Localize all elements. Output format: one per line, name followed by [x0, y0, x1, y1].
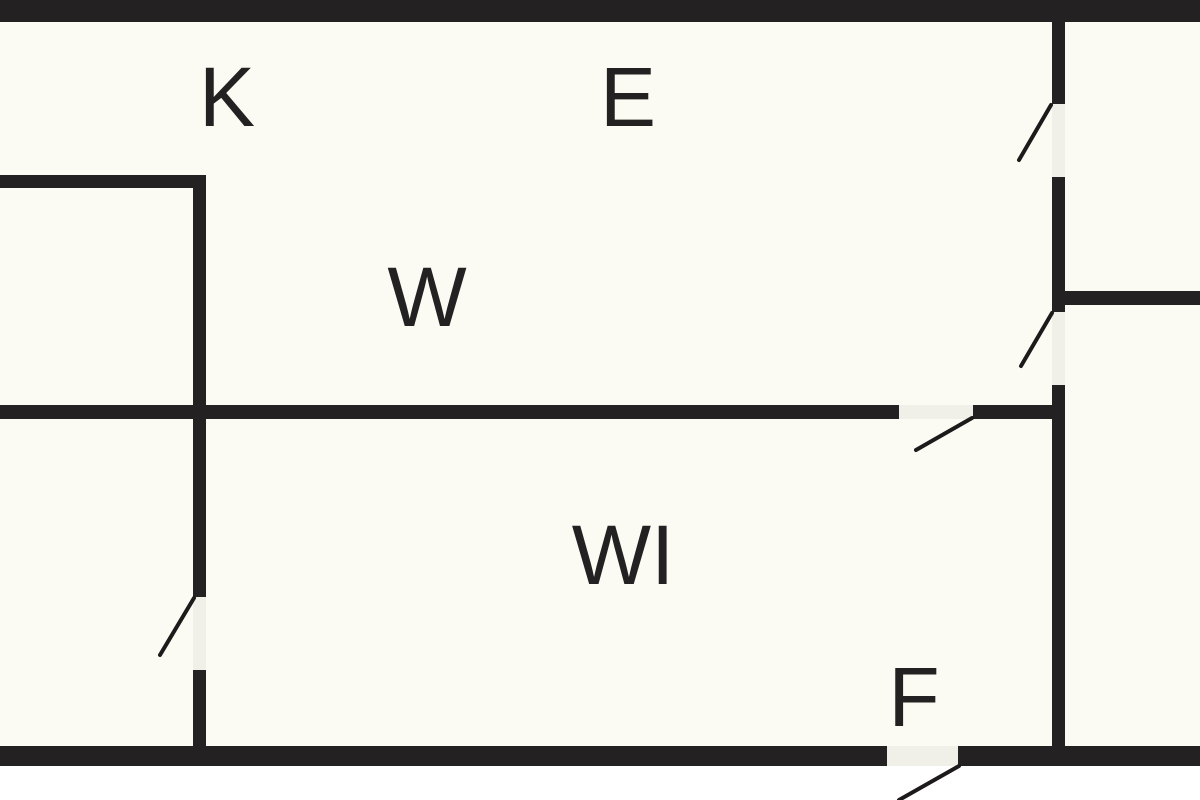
room-label-E: E	[599, 50, 657, 144]
exterior-bottom-wall-left	[0, 746, 887, 766]
center-divider-wall-left	[0, 405, 899, 419]
room-label-F: F	[888, 650, 940, 744]
door-swing-left	[158, 596, 196, 657]
room-label-W: W	[387, 250, 467, 344]
door-leaf-left	[193, 597, 206, 670]
door-leaf-f	[887, 746, 958, 766]
kitchen-corner-wall	[0, 175, 205, 188]
exterior-bottom-wall-right	[958, 746, 1200, 766]
right-branch-wall	[1065, 291, 1200, 305]
left-partition-wall-lower	[193, 670, 206, 746]
right-partition-wall-bottom	[1052, 385, 1065, 746]
outside-area-bottom	[0, 766, 1200, 800]
room-label-WI: WI	[571, 508, 675, 602]
door-leaf-e-lower	[1052, 312, 1065, 385]
door-swing-wi	[914, 416, 974, 452]
door-leaf-wi	[899, 405, 973, 419]
center-divider-wall-right	[973, 405, 1065, 419]
door-swing-e-upper	[1017, 103, 1053, 162]
right-partition-wall-top	[1052, 22, 1065, 104]
door-swing-e-lower	[1019, 311, 1054, 368]
right-partition-wall-middle	[1052, 177, 1065, 312]
exterior-top-wall	[0, 0, 1200, 22]
door-swing-f	[897, 764, 961, 800]
door-leaf-e-upper	[1052, 104, 1065, 177]
left-partition-wall-upper	[193, 175, 206, 597]
room-label-K: K	[198, 50, 256, 144]
